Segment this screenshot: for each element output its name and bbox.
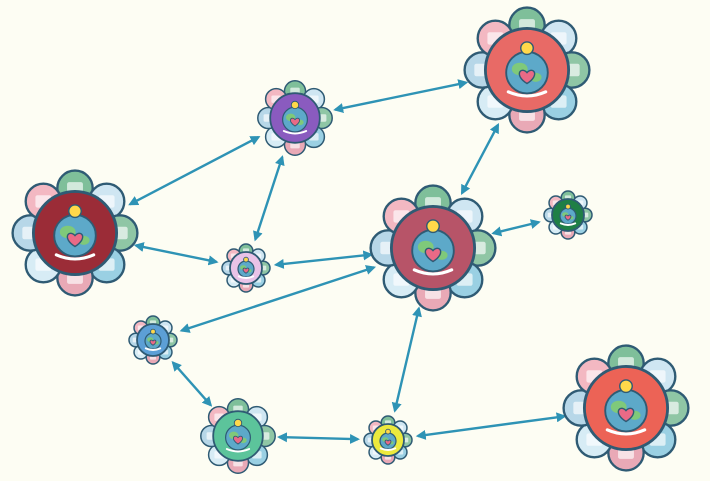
node-n4 xyxy=(221,243,271,293)
hand-icon xyxy=(559,222,577,226)
node-n2 xyxy=(257,80,333,156)
edge-n4-n5 xyxy=(273,250,374,269)
edge-n5-n6 xyxy=(491,219,541,237)
heart-icon xyxy=(290,117,300,127)
edge-n3-n5 xyxy=(460,123,500,195)
edge-n5-n9 xyxy=(391,306,422,413)
node-n10 xyxy=(562,344,690,472)
heart-icon xyxy=(384,439,392,446)
node-n7 xyxy=(128,315,178,365)
lightbulb-icon xyxy=(565,203,571,210)
edge-n2-n4 xyxy=(253,155,285,242)
edges-layer xyxy=(128,79,567,444)
heart-icon xyxy=(233,435,243,445)
heart-icon xyxy=(518,69,536,85)
lightbulb-icon xyxy=(426,219,440,234)
heart-icon xyxy=(564,214,572,221)
hand-icon xyxy=(144,347,162,351)
hand-icon xyxy=(412,268,454,276)
lightbulb-icon xyxy=(68,204,82,219)
lightbulb-icon xyxy=(233,418,243,428)
hand-icon xyxy=(54,253,96,261)
lightbulb-icon xyxy=(619,379,633,394)
hand-icon xyxy=(282,130,308,135)
hand-icon xyxy=(605,428,647,436)
heart-icon xyxy=(66,232,84,248)
edge-n7-n8 xyxy=(171,360,213,407)
hand-icon xyxy=(379,447,397,451)
edge-n2-n3 xyxy=(333,79,469,113)
edge-n8-n9 xyxy=(276,432,361,444)
node-n3 xyxy=(463,6,591,134)
edge-n9-n10 xyxy=(415,412,567,440)
heart-icon xyxy=(424,247,442,263)
heart-icon xyxy=(617,407,635,423)
lightbulb-icon xyxy=(290,100,300,110)
nodes-layer xyxy=(11,6,690,474)
heart-icon xyxy=(149,339,157,346)
lightbulb-icon xyxy=(150,328,156,335)
lightbulb-icon xyxy=(243,256,249,263)
node-n5 xyxy=(369,184,497,312)
edge-n5-n7 xyxy=(179,265,376,333)
node-n6 xyxy=(543,190,593,240)
lightbulb-icon xyxy=(385,428,391,435)
heart-icon xyxy=(242,267,250,274)
edge-n1-n4 xyxy=(133,242,219,266)
hand-icon xyxy=(225,448,251,453)
hand-icon xyxy=(237,275,255,279)
node-n8 xyxy=(200,398,276,474)
edge-n1-n2 xyxy=(128,135,261,206)
node-n9 xyxy=(363,415,413,465)
hand-icon xyxy=(506,90,548,98)
node-n1 xyxy=(11,169,139,297)
lightbulb-icon xyxy=(520,41,534,56)
